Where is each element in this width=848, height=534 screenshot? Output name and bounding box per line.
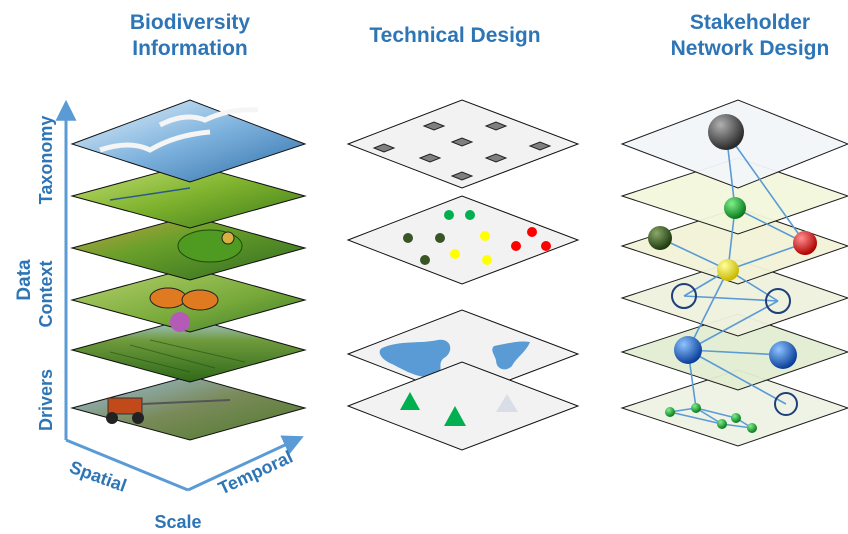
point-yellow: [450, 249, 460, 259]
spatial-axis-line: [65, 438, 189, 492]
taxonomy-axis-label: Taxonomy: [36, 116, 56, 205]
stakeholder-network-stack: [620, 99, 848, 447]
triangle-green: [400, 392, 420, 410]
grid-square: [484, 153, 508, 163]
grid-square: [450, 171, 474, 181]
context-axis-label: Context: [36, 260, 56, 327]
biodiversity-information-title: Biodiversity Information: [110, 10, 270, 62]
grid-square: [372, 143, 396, 153]
technical-design-title: Technical Design: [355, 23, 555, 49]
scale-axes: [55, 99, 304, 492]
biodiversity-layer-stack: [70, 99, 307, 441]
area-polygon: [492, 341, 530, 370]
layer-tractor-photo: [70, 375, 307, 441]
technical-title-text: Technical Design: [369, 24, 541, 47]
technical-design-stack: [346, 99, 580, 451]
layer-butterfly-photo: [70, 267, 307, 333]
node-small-green: [691, 403, 701, 413]
grid-square: [484, 121, 508, 131]
grid-square: [450, 137, 474, 147]
stakeholder-network-title: Stakeholder Network Design: [650, 10, 848, 62]
triangle-light: [496, 394, 518, 412]
point-red: [527, 227, 537, 237]
temporal-axis-line: [187, 435, 304, 492]
point-dark-green: [403, 233, 413, 243]
point-dark-green: [435, 233, 445, 243]
node-red: [793, 231, 817, 255]
node-small-green: [717, 419, 727, 429]
layer-gulls-photo: [70, 99, 307, 183]
tech-layer-species-points: [346, 195, 580, 285]
point-red: [511, 241, 521, 251]
point-yellow: [482, 255, 492, 265]
node-blue: [769, 341, 797, 369]
node-green: [724, 197, 746, 219]
tech-layer-triangles: [346, 361, 580, 451]
data-axis-label: Data: [14, 259, 35, 301]
node-dark-green: [648, 226, 672, 250]
triangle-green: [444, 406, 466, 426]
grid-square: [422, 121, 446, 131]
node-empty: [774, 392, 798, 416]
biodiversity-title-line2: Information: [132, 37, 248, 60]
point-red: [541, 241, 551, 251]
network-edges: [659, 131, 806, 429]
node-empty: [765, 288, 791, 314]
point-green: [444, 210, 454, 220]
node-small-green: [747, 423, 757, 433]
layer-frog-photo: [70, 215, 307, 281]
tech-layer-points: [346, 99, 580, 189]
node-small-green: [731, 413, 741, 423]
node-empty: [671, 283, 697, 309]
scale-axis-label: Scale: [154, 512, 201, 532]
network-layer: [620, 369, 848, 447]
node-small-green: [665, 407, 675, 417]
grid-square: [418, 153, 442, 163]
biodiversity-title-line1: Biodiversity: [129, 11, 251, 34]
node-blue: [674, 336, 702, 364]
area-polygon: [379, 339, 451, 377]
stakeholder-title-line1: Stakeholder: [689, 11, 811, 34]
tech-layer-polygons: [346, 309, 580, 399]
stakeholder-title-line2: Network Design: [670, 37, 830, 60]
grid-square: [528, 141, 552, 151]
point-dark-green: [420, 255, 430, 265]
node-gray-large: [708, 114, 744, 150]
drivers-axis-label: Drivers: [36, 369, 56, 431]
node-yellow: [717, 259, 739, 281]
point-yellow: [480, 231, 490, 241]
point-green: [465, 210, 475, 220]
layer-dragonfly-photo: [70, 163, 307, 229]
layer-fields-photo: [70, 317, 307, 383]
